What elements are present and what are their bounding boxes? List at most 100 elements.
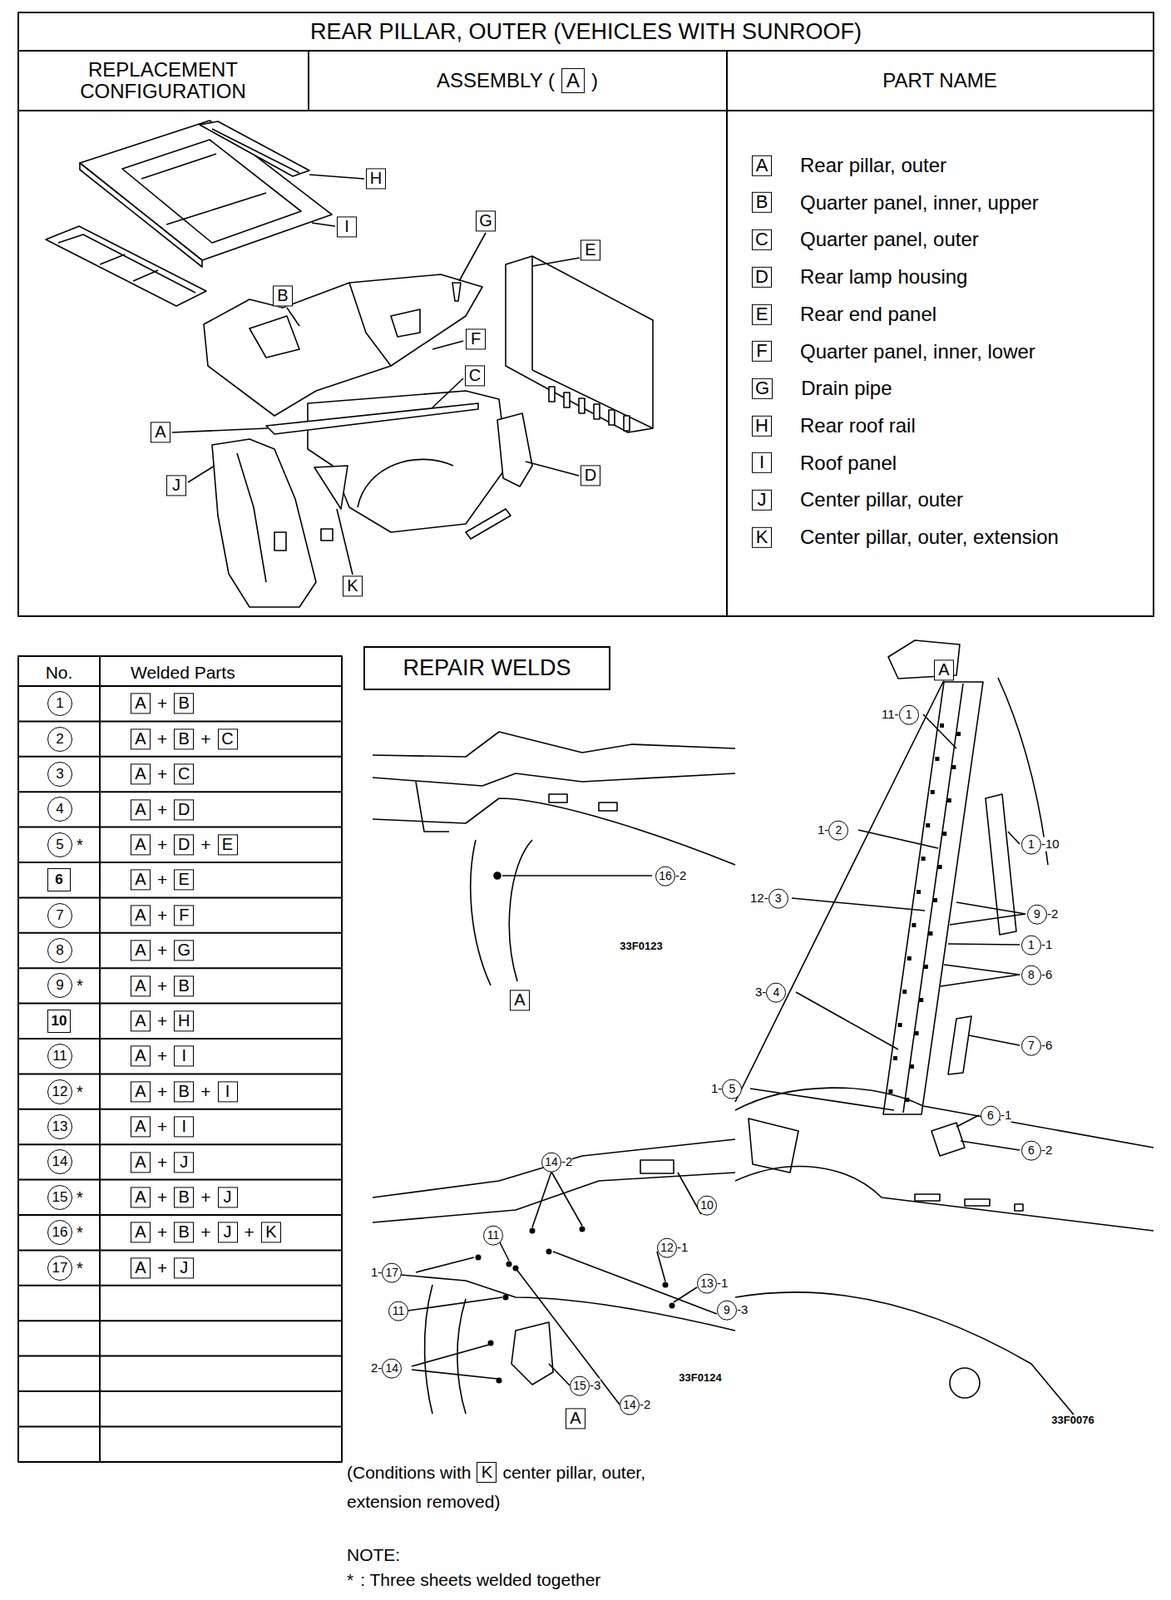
callout-suffix: -1: [676, 1240, 688, 1255]
label-group: A: [150, 421, 171, 443]
callout-suffix: -3: [736, 1303, 748, 1318]
label-group: HRear roof rail: [751, 415, 916, 437]
drawing-rect: [893, 1056, 898, 1061]
label-group: JCenter pillar, outer: [751, 489, 964, 511]
drawing-line: [791, 898, 925, 911]
weld-number: 4: [47, 796, 73, 822]
label-group: 16-2: [655, 865, 687, 887]
drawing-rect: [930, 790, 935, 795]
drawing-line: [18, 1355, 342, 1358]
label-group: 3-4: [755, 982, 786, 1004]
label-group: BQuarter panel, inner, upper: [751, 191, 1039, 213]
callout-suffix: 1-: [370, 1265, 382, 1280]
callout-number: 11: [388, 1300, 409, 1321]
drawing-circle: [506, 1261, 513, 1268]
part-letter: E: [217, 834, 238, 855]
asterisk: *: [76, 835, 84, 855]
label-group: 13: [47, 1114, 73, 1140]
callout-number: 14: [619, 1394, 640, 1415]
label-group: A+B+C: [130, 728, 238, 750]
part-letter: A: [130, 1151, 151, 1173]
label-group: A+B+I: [130, 1081, 238, 1102]
drawing-line: [307, 50, 310, 111]
label-group: 11-1: [881, 704, 920, 726]
label-group: A+B: [130, 975, 194, 997]
drawing-line: [286, 307, 300, 327]
part-letter: B: [751, 192, 772, 213]
label-group: 11: [483, 1225, 504, 1246]
label-text: Quarter panel, outer: [800, 228, 979, 251]
drawing-line: [411, 1344, 490, 1367]
drawing-rect: [921, 856, 926, 861]
label-group: 1-5: [711, 1078, 742, 1100]
weld-number: 1: [47, 691, 73, 717]
drawing-polygon: [266, 403, 479, 435]
asterisk: *: [76, 1223, 84, 1242]
drawing-line: [923, 714, 957, 749]
label-group: 1-10: [1021, 834, 1060, 855]
label-group: A+I: [130, 1116, 194, 1137]
label-group: IRoof panel: [751, 451, 897, 474]
label-group: 2-14: [370, 1358, 402, 1379]
drawing-line: [968, 1035, 1020, 1046]
title-text: REAR PILLAR, OUTER (VEHICLES WITH SUNROO…: [18, 12, 1154, 51]
part-letter: J: [173, 1151, 194, 1173]
plus-sign: +: [157, 870, 168, 890]
callout-suffix: -6: [1041, 968, 1053, 983]
label-text: Center pillar, outer, extension: [800, 526, 1059, 549]
part-letter: F: [465, 329, 486, 351]
callout-number: 2: [828, 820, 849, 840]
part-letter: D: [751, 266, 772, 288]
part-letter: H: [751, 415, 772, 436]
label-group: ERear end panel: [751, 303, 937, 326]
drawing-line: [18, 720, 342, 722]
drawing-line: [531, 256, 534, 371]
callout-suffix: 12-: [750, 891, 769, 906]
label-group: A+J: [130, 1151, 194, 1173]
label-text: Roof panel: [800, 451, 897, 474]
drawing-line: [750, 1088, 895, 1111]
drawing-line: [98, 656, 101, 1463]
part-letter: C: [217, 728, 238, 750]
part-letter: F: [751, 340, 772, 362]
drawing-line: [18, 1108, 342, 1111]
drawing-rect: [563, 392, 570, 408]
label-group: H: [365, 167, 386, 189]
label-group: 33F0123: [619, 935, 663, 954]
plus-sign: +: [157, 1117, 168, 1137]
part-letter: A: [561, 68, 585, 94]
label-group: A+B+J+K: [130, 1222, 282, 1244]
drawing-rect: [914, 1194, 940, 1201]
label-group: 8: [47, 938, 73, 964]
part-letter: C: [173, 764, 194, 786]
label-group: 33F0124: [678, 1367, 722, 1386]
drawing-line: [18, 109, 1154, 112]
label-text: : Three sheets welded together: [360, 1570, 601, 1590]
plus-sign: +: [200, 1223, 211, 1243]
drawing-circle: [669, 1303, 676, 1310]
part-letter: D: [580, 465, 601, 487]
label-group: A+C: [130, 763, 194, 785]
part-letter: G: [173, 940, 194, 962]
drawing-line: [502, 874, 653, 877]
drawing-rect: [904, 1097, 910, 1102]
drawing-polyline: [372, 1139, 736, 1198]
callout-number: 13: [696, 1273, 717, 1294]
label-group: 16*: [47, 1220, 84, 1246]
drawing-g: [888, 723, 961, 1102]
drawing-line: [172, 428, 268, 433]
drawing-polygon: [45, 226, 207, 307]
callout-number: 14: [381, 1358, 402, 1379]
drawing-line: [1007, 831, 1020, 845]
label-group: GDrain pipe: [751, 377, 893, 400]
drawing-line: [18, 1425, 342, 1428]
drawing-circle: [546, 1249, 553, 1255]
asterisk: *: [76, 976, 84, 995]
callout-suffix: -2: [639, 1398, 651, 1413]
label-text: REPLACEMENT CONFIGURATION: [21, 59, 305, 104]
part-letter: E: [580, 240, 601, 262]
drawing-rect: [951, 765, 956, 770]
callout-suffix: 1-: [817, 823, 829, 838]
callout-number: 8: [1021, 964, 1042, 985]
drawing-line: [18, 1249, 342, 1251]
